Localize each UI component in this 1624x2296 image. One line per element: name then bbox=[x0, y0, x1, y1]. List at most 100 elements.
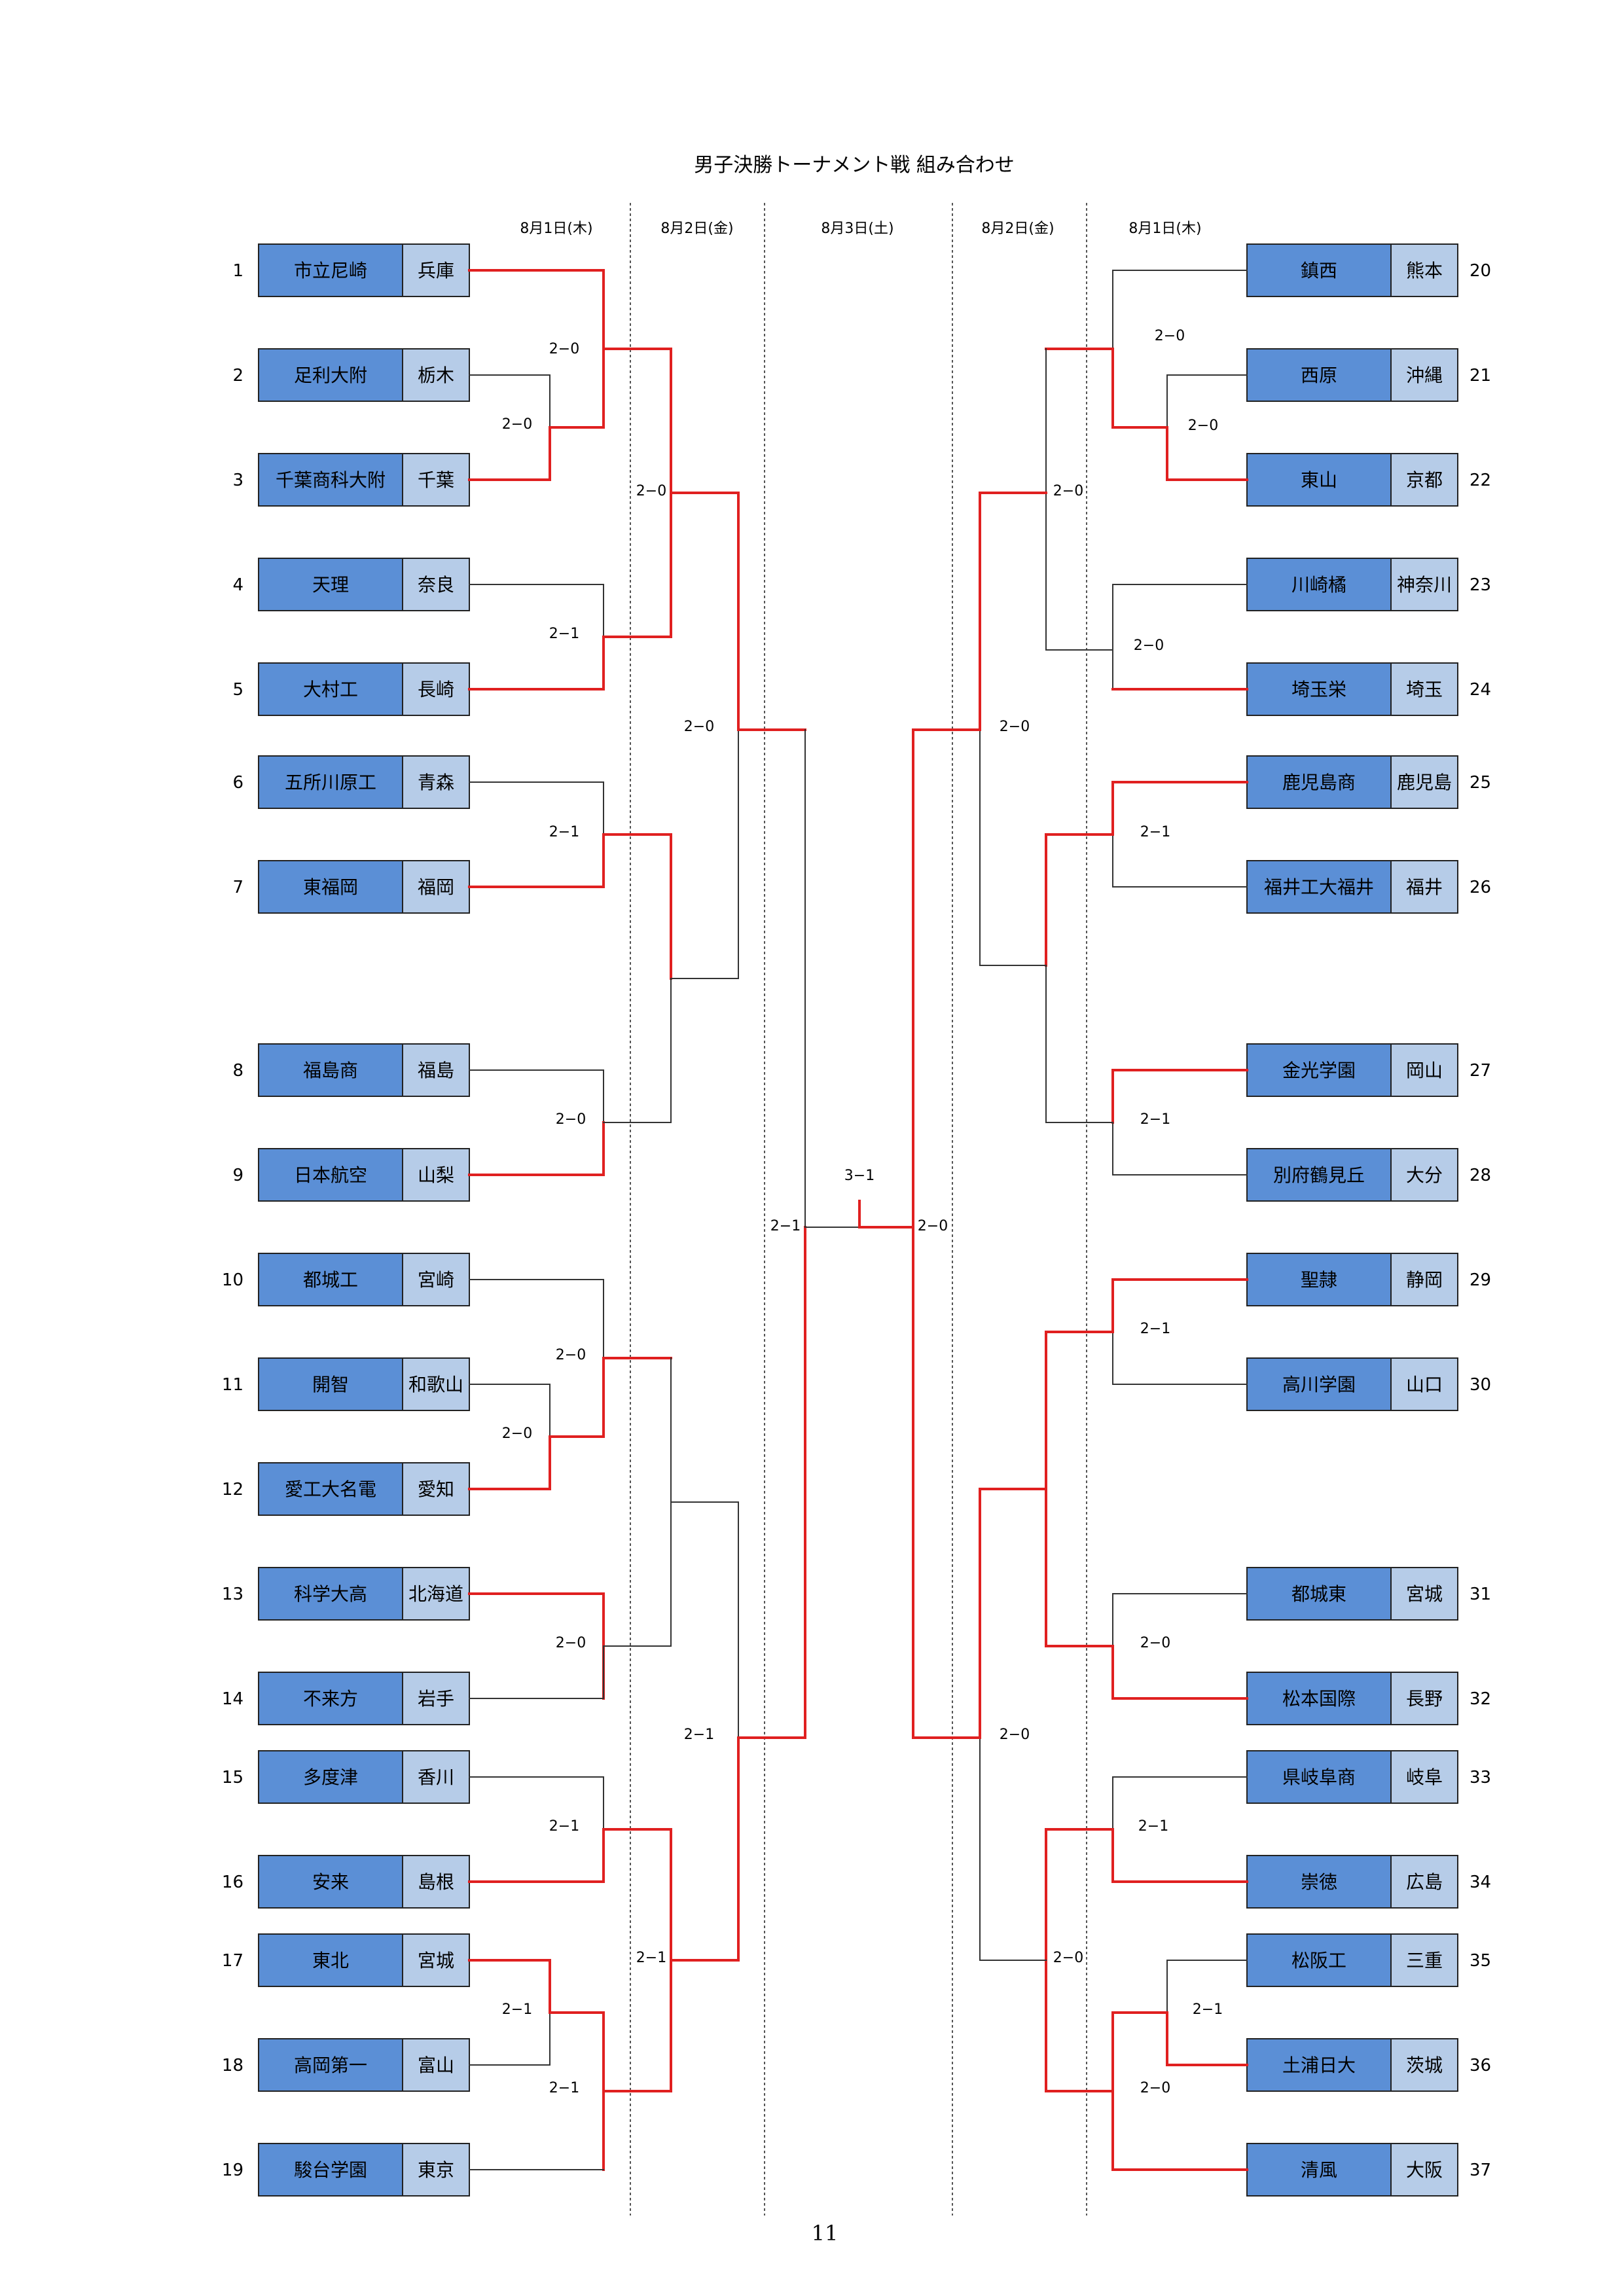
match-score: 2−1 bbox=[549, 2080, 579, 2096]
prefecture-name: 宮城 bbox=[1406, 1583, 1443, 1605]
date-header-left-r2: 8月2日(金) bbox=[660, 221, 733, 237]
team-name: 川崎橘 bbox=[1291, 574, 1346, 596]
team-entry: 23川崎橘神奈川 bbox=[1246, 558, 1491, 611]
prefecture-name: 島根 bbox=[418, 1871, 454, 1893]
team-name: 鹿児島商 bbox=[1282, 772, 1356, 793]
team-entry: 22東山京都 bbox=[1246, 453, 1491, 507]
team-name: 鎮西 bbox=[1301, 260, 1337, 281]
seed-number: 11 bbox=[222, 1375, 244, 1395]
seed-number: 5 bbox=[232, 680, 244, 700]
team-entry: 33県岐阜商岐阜 bbox=[1246, 1750, 1491, 1804]
team-name: 千葉商科大附 bbox=[276, 469, 386, 491]
prefecture-box bbox=[1390, 2038, 1458, 2092]
team-name: 足利大附 bbox=[294, 365, 367, 386]
prefecture-name: 北海道 bbox=[408, 1583, 463, 1605]
match-score: 3−1 bbox=[844, 1168, 875, 1184]
prefecture-name: 広島 bbox=[1406, 1871, 1443, 1893]
seed-number: 26 bbox=[1470, 878, 1491, 897]
prefecture-box bbox=[1390, 1933, 1458, 1987]
team-name: 福井工大福井 bbox=[1264, 876, 1374, 898]
prefecture-box bbox=[402, 1148, 470, 1202]
seed-number: 7 bbox=[232, 878, 244, 897]
prefecture-box bbox=[402, 1750, 470, 1804]
seed-number: 24 bbox=[1470, 680, 1491, 700]
match-score: 2−1 bbox=[502, 2001, 532, 2018]
team-name-box bbox=[1246, 2143, 1392, 2197]
teams-right: 20鎮西熊本21西原沖縄22東山京都23川崎橘神奈川24埼玉栄埼玉25鹿児島商鹿… bbox=[1246, 243, 1491, 2197]
prefecture-name: 東京 bbox=[418, 2159, 454, 2181]
prefecture-box bbox=[402, 1933, 470, 1987]
team-name: 松本国際 bbox=[1282, 1688, 1356, 1710]
match-score: 2−0 bbox=[636, 483, 666, 499]
team-entry: 32松本国際長野 bbox=[1246, 1672, 1491, 1725]
prefecture-name: 宮崎 bbox=[418, 1269, 454, 1291]
team-name-box bbox=[258, 1253, 403, 1306]
date-headers: 8月1日(木) 8月2日(金) 8月3日(土) 8月2日(金) 8月1日(木) bbox=[520, 221, 1201, 237]
match-score: 2−0 bbox=[918, 1218, 948, 1234]
prefecture-box bbox=[402, 243, 470, 297]
team-name-box bbox=[258, 662, 403, 716]
team-name: 愛工大名電 bbox=[285, 1479, 376, 1500]
match-score: 2−0 bbox=[1140, 1635, 1170, 1651]
team-name-box bbox=[258, 860, 403, 914]
team-name-box bbox=[258, 243, 403, 297]
prefecture-name: 山梨 bbox=[418, 1164, 454, 1186]
seed-number: 10 bbox=[222, 1270, 244, 1290]
team-name-box bbox=[258, 1750, 403, 1804]
team-name: 五所川原工 bbox=[285, 772, 376, 793]
seed-number: 3 bbox=[232, 471, 244, 490]
page-number: 11 bbox=[812, 2221, 839, 2246]
match-score: 2−1 bbox=[770, 1218, 801, 1234]
match-score: 2−0 bbox=[684, 719, 714, 735]
match-score: 2−0 bbox=[502, 1426, 532, 1442]
prefecture-name: 長野 bbox=[1406, 1688, 1443, 1710]
prefecture-name: 沖縄 bbox=[1406, 365, 1443, 386]
match-score: 2−0 bbox=[556, 1347, 586, 1363]
team-name-box bbox=[1246, 558, 1392, 611]
match-score: 2−1 bbox=[549, 824, 579, 840]
match-score: 2−0 bbox=[1188, 418, 1218, 434]
prefecture-box bbox=[402, 348, 470, 402]
prefecture-box bbox=[402, 1357, 470, 1411]
team-name: 県岐阜商 bbox=[1282, 1767, 1356, 1788]
team-entry: 29聖隷静岡 bbox=[1246, 1253, 1491, 1306]
seed-number: 35 bbox=[1470, 1951, 1491, 1971]
match-score: 2−1 bbox=[1193, 2001, 1223, 2018]
prefecture-name: 鹿児島 bbox=[1397, 772, 1452, 793]
team-name: 駿台学園 bbox=[294, 2159, 367, 2181]
team-entry: 28別府鶴見丘大分 bbox=[1246, 1148, 1491, 1202]
match-score: 2−1 bbox=[1138, 1818, 1168, 1835]
match-score: 2−0 bbox=[556, 1635, 586, 1651]
team-entry: 24埼玉栄埼玉 bbox=[1246, 662, 1491, 716]
seed-number: 2 bbox=[232, 366, 244, 386]
prefecture-box bbox=[1390, 1750, 1458, 1804]
seed-number: 16 bbox=[222, 1873, 244, 1892]
team-name: 大村工 bbox=[303, 679, 358, 700]
match-score: 2−1 bbox=[1140, 1111, 1170, 1128]
prefecture-name: 福井 bbox=[1406, 876, 1443, 898]
team-name: 科学大高 bbox=[294, 1583, 367, 1605]
team-name: 土浦日大 bbox=[1282, 2054, 1356, 2076]
seed-number: 28 bbox=[1470, 1166, 1491, 1185]
team-name-box bbox=[258, 2143, 403, 2197]
match-score: 2−0 bbox=[1140, 2080, 1170, 2096]
prefecture-name: 茨城 bbox=[1406, 2054, 1443, 2076]
team-entry: 36土浦日大茨城 bbox=[1246, 2038, 1491, 2092]
team-name-box bbox=[258, 1357, 403, 1411]
team-name-box bbox=[1246, 1148, 1392, 1202]
prefecture-box bbox=[1390, 1672, 1458, 1725]
team-name-box bbox=[258, 2038, 403, 2092]
prefecture-box bbox=[1390, 1567, 1458, 1621]
prefecture-name: 兵庫 bbox=[418, 260, 454, 281]
match-score: 2−0 bbox=[1053, 1950, 1083, 1966]
prefecture-box bbox=[402, 1567, 470, 1621]
team-name: 都城東 bbox=[1291, 1583, 1346, 1605]
